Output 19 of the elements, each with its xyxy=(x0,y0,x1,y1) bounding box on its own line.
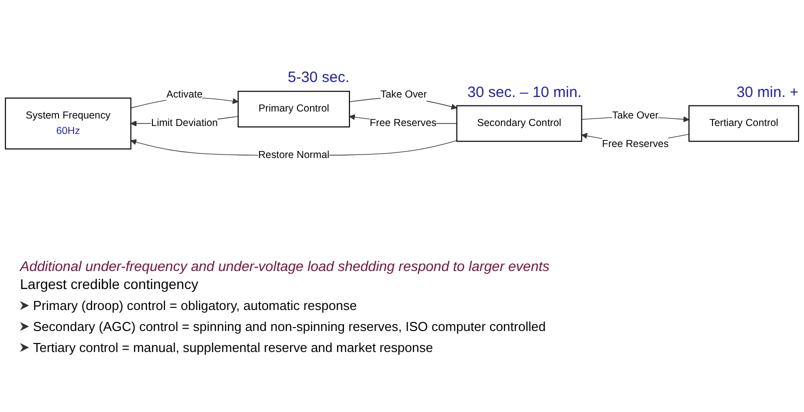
edge-label: Take Over xyxy=(380,88,427,100)
edge-label: Free Reserves xyxy=(370,117,436,129)
time-label: 30 sec. – 10 min. xyxy=(467,84,582,101)
edge-label: Activate xyxy=(166,88,203,100)
node-box: System Frequency 60Hz xyxy=(4,98,132,150)
edge-label: Restore Normal xyxy=(258,149,330,161)
bullet-text: Secondary (AGC) control = spinning and non-spinning reserves, ISO computer controlled xyxy=(33,319,546,334)
edge-label: Take Over xyxy=(612,110,658,122)
note-text: Additional under-frequency and under-voltage load shedding respond to larger events xyxy=(20,258,550,274)
edge-label: Free Reserves xyxy=(602,138,669,150)
time-label: 30 min. + xyxy=(736,84,799,101)
node-box: Tertiary Control xyxy=(688,105,800,142)
edge-label: Limit Deviation xyxy=(151,117,218,129)
annotation-text: Largest credible contingency xyxy=(20,276,198,292)
bullet-text: Primary (droop) control = obligatory, automatic response xyxy=(33,298,357,313)
bullet-text: Tertiary control = manual, supplemental reserve and market response xyxy=(33,340,433,355)
node-box: Primary Control xyxy=(238,90,350,128)
time-label: 5-30 sec. xyxy=(288,69,350,86)
node-box: Secondary Control xyxy=(456,105,582,142)
